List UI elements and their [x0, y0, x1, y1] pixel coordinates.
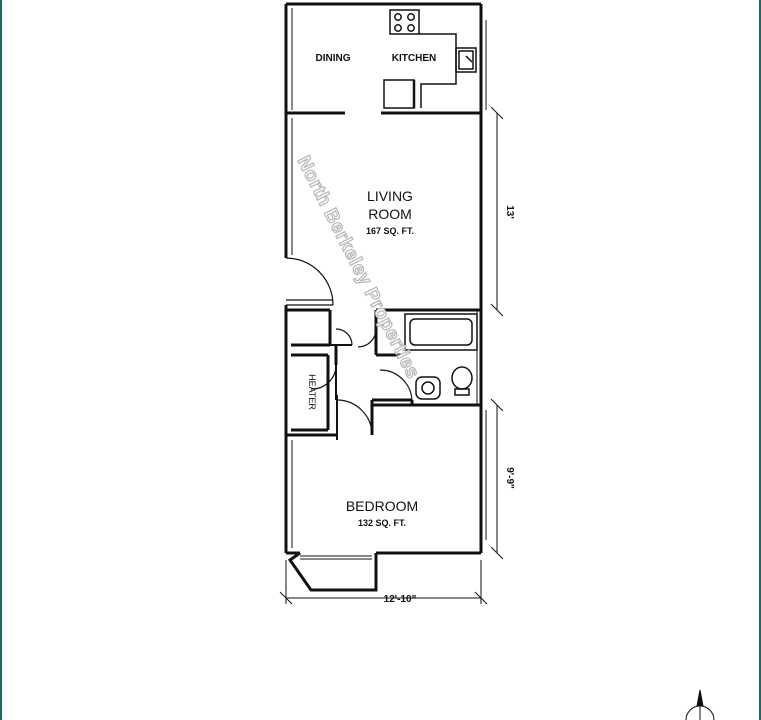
- living-room-area: 167 SQ. FT.: [366, 226, 414, 236]
- outer-walls: [284, 2, 487, 592]
- bathtub-icon: [404, 313, 478, 351]
- north-arrow-icon: [685, 689, 715, 720]
- kitchen-sink-icon: [455, 47, 477, 73]
- doors: [285, 257, 413, 440]
- bedroom-area: 132 SQ. FT.: [358, 518, 406, 528]
- bedroom-label: BEDROOM: [346, 498, 418, 514]
- bath-sink-icon: [415, 376, 441, 400]
- kitchen-label: KITCHEN: [392, 53, 436, 64]
- overall-width-dimension: 12'-10": [384, 594, 417, 605]
- bathroom-fixtures: [404, 313, 478, 400]
- living-room-label-line2: ROOM: [368, 206, 412, 222]
- dimension-lines: [279, 106, 504, 605]
- stove-icon: [389, 9, 420, 35]
- kitchen-fixtures: [383, 9, 477, 109]
- toilet-icon: [451, 366, 473, 390]
- right-frame-border: [759, 0, 761, 720]
- bedroom-length-dimension: 9'-9": [504, 467, 515, 489]
- refrigerator-icon: [383, 79, 415, 109]
- living-length-dimension: 13': [504, 205, 515, 219]
- heater-label: HEATER: [307, 374, 317, 410]
- dining-label: DINING: [316, 53, 351, 64]
- entry-door-swing: [285, 257, 334, 306]
- living-room-label-line1: LIVING: [367, 188, 413, 204]
- left-frame-border: [0, 0, 2, 720]
